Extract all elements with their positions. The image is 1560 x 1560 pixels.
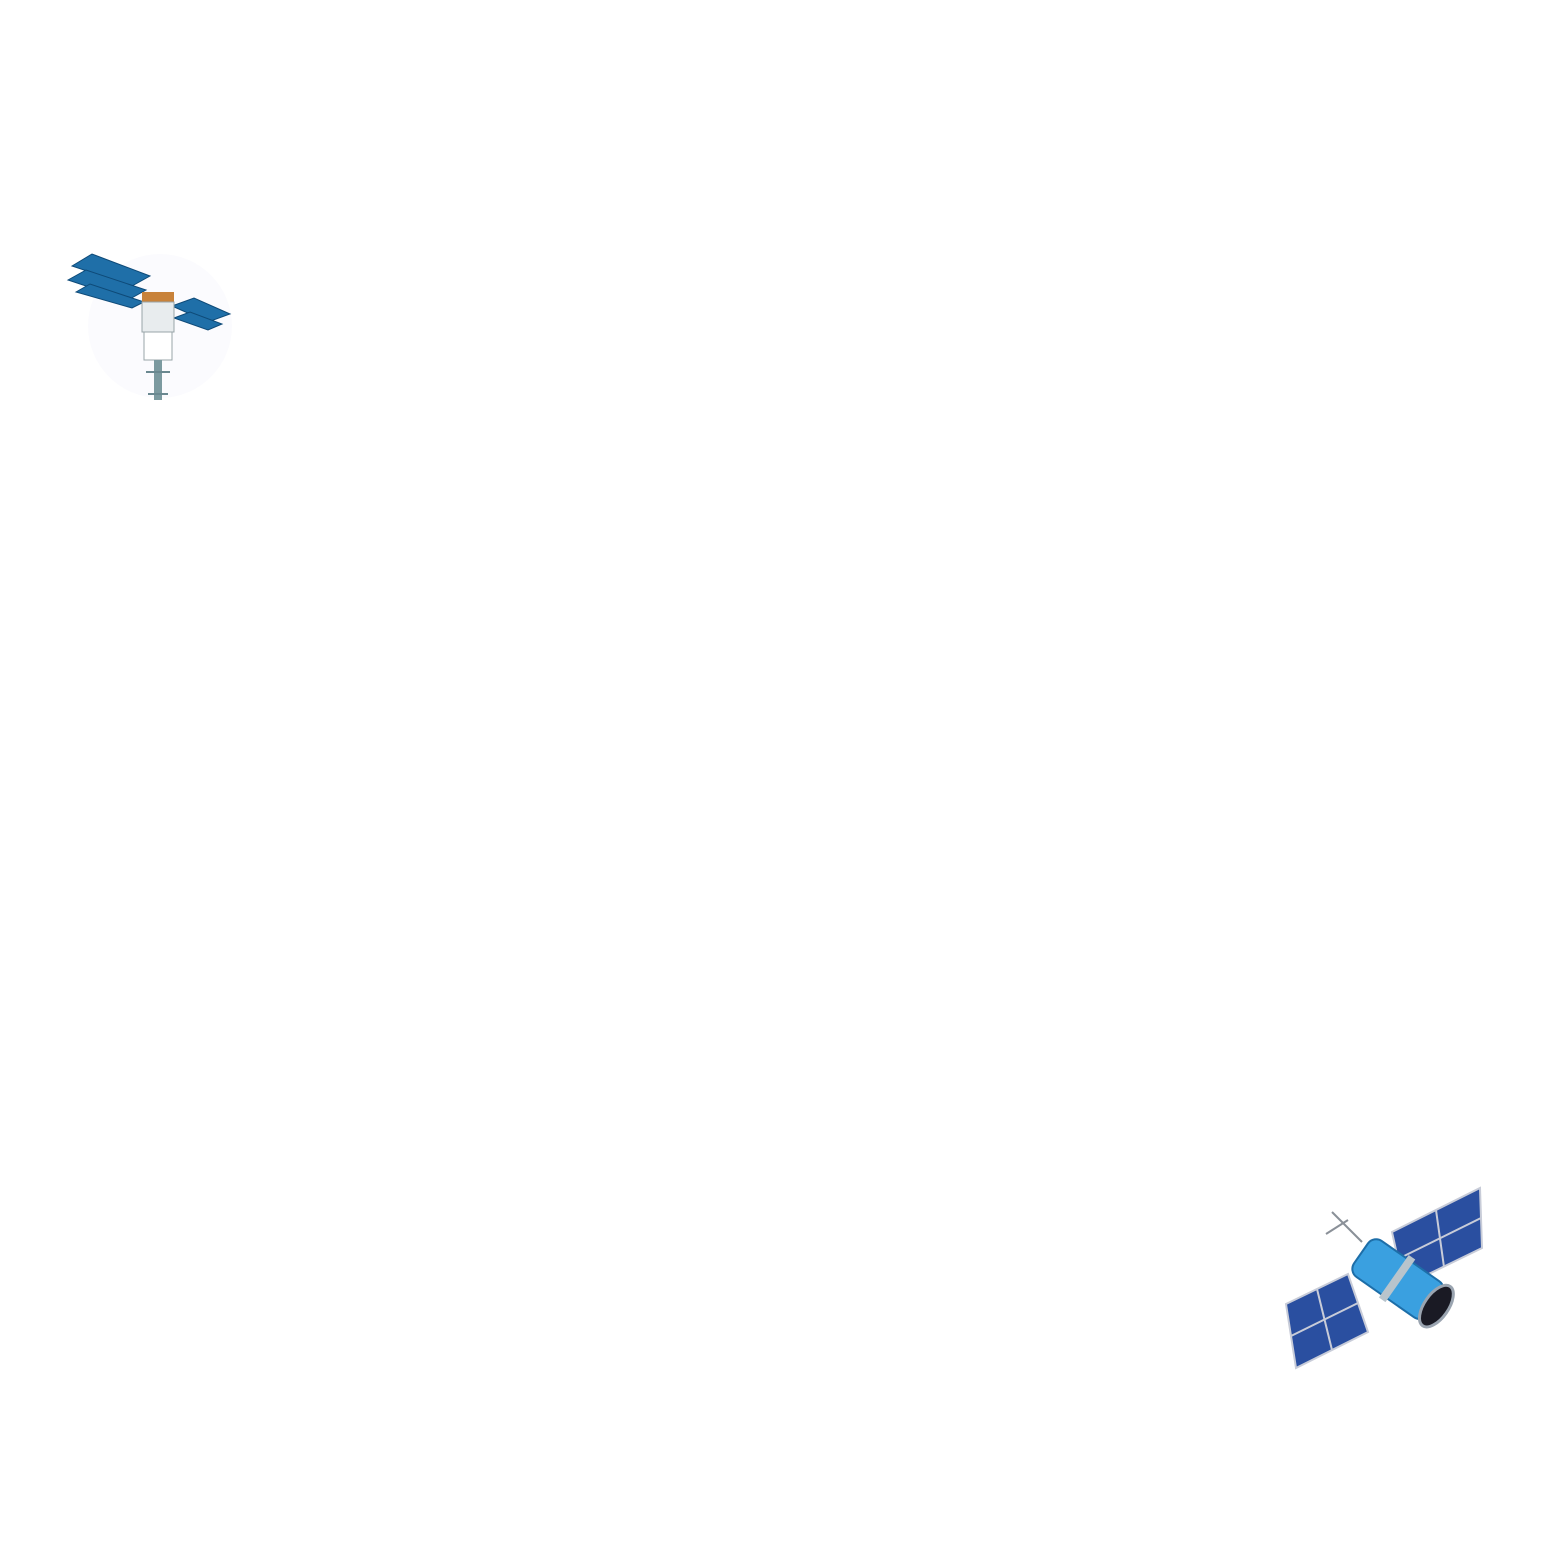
satellite-icon <box>66 253 232 400</box>
satellite-image-top-left <box>62 248 234 408</box>
satellite-image-bottom-right <box>1282 1182 1486 1372</box>
satellite-icon <box>1284 1186 1484 1370</box>
